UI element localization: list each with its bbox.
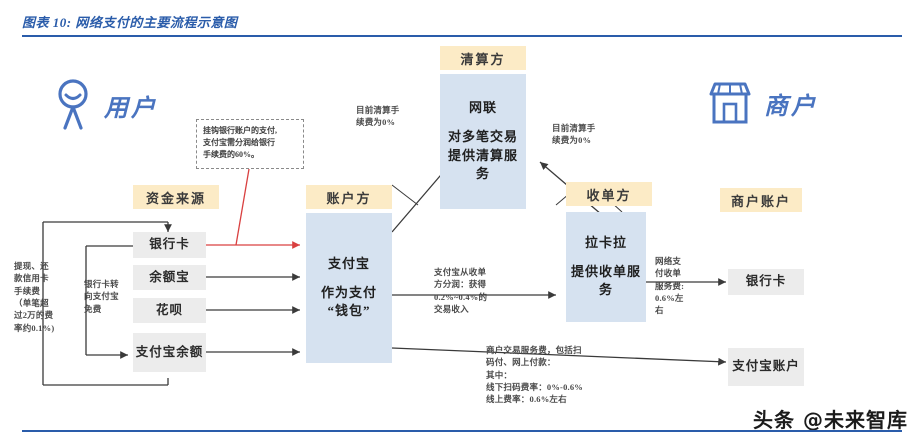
entity-nets-union-name: 网联 bbox=[468, 99, 497, 115]
note-clearing-fee-right: 目前清算手 续费为0% bbox=[552, 123, 596, 146]
note-acquiring-service-fee: 网络支 付收单 服务费: 0.6%左 右 bbox=[655, 256, 685, 316]
persona-user-label: 用户 bbox=[104, 95, 158, 122]
entity-nets-union-desc: 对多笔交易提供清算服务 bbox=[447, 128, 518, 182]
storefront-shop-icon bbox=[709, 82, 751, 124]
merchant-account-box-alipay[interactable]: 支付宝账户 bbox=[728, 348, 804, 386]
funding-box-yuebao[interactable]: 余额宝 bbox=[133, 265, 206, 290]
funding-box-alipay-balance[interactable]: 支付宝余额 bbox=[133, 333, 206, 372]
title-divider bbox=[22, 35, 902, 37]
group-header-account-party: 账户方 bbox=[306, 185, 392, 209]
funding-box-huabei[interactable]: 花呗 bbox=[133, 298, 206, 323]
page-title: 图表 10: 网络支付的主要流程示意图 bbox=[22, 15, 238, 30]
entity-box-lakala[interactable]: 拉卡拉 提供收单服务 bbox=[566, 212, 646, 322]
entity-alipay-desc: 作为支付 “钱包” bbox=[320, 284, 377, 319]
note-card-to-alipay-free: 银行卡转 向支付宝 免费 bbox=[84, 279, 119, 314]
callout-bank-revenue-share: 挂钩银行账户的支付, 支付宝需分润给银行 手续费的60%。 bbox=[196, 119, 304, 169]
entity-lakala-name: 拉卡拉 bbox=[584, 234, 627, 250]
note-clearing-fee-left: 目前清算手 续费为0% bbox=[356, 105, 400, 128]
persona-merchant-label: 商户 bbox=[764, 93, 818, 120]
entity-box-nets-union[interactable]: 网联 对多笔交易提供清算服务 bbox=[440, 74, 526, 209]
group-header-clearing-party: 清算方 bbox=[440, 46, 526, 70]
footer-divider bbox=[22, 430, 902, 432]
note-merchant-service-fee: 商户交易服务费，包括扫 码付、网上付款： 其中： 线下扫码费率：0%-0.6% … bbox=[486, 345, 584, 405]
note-withdraw-fee: 提现、还 款信用卡 手续费 （单笔超 过2万的费 率约0.1%) bbox=[14, 261, 55, 333]
persona-merchant: 商户 bbox=[706, 78, 818, 128]
persona-user: 用户 bbox=[52, 78, 158, 132]
user-person-icon bbox=[58, 79, 88, 130]
funding-box-bank-card[interactable]: 银行卡 bbox=[133, 232, 206, 258]
group-header-funding-source: 资金来源 bbox=[133, 185, 219, 209]
watermark-label: 头条 @未来智库 bbox=[753, 408, 908, 432]
chart-title-bar: 图表 10: 网络支付的主要流程示意图 bbox=[0, 0, 924, 40]
entity-box-alipay[interactable]: 支付宝 作为支付 “钱包” bbox=[306, 213, 392, 363]
entity-lakala-desc: 提供收单服务 bbox=[570, 263, 641, 298]
group-header-acquirer: 收单方 bbox=[566, 182, 652, 206]
group-header-merchant-account: 商户账户 bbox=[720, 188, 802, 212]
note-alipay-profit-share: 支付宝从收单 方分润：获得 0.2%~0.4%的 交易收入 bbox=[434, 267, 488, 314]
entity-alipay-name: 支付宝 bbox=[327, 255, 370, 271]
merchant-account-box-bank-card[interactable]: 银行卡 bbox=[728, 269, 804, 295]
